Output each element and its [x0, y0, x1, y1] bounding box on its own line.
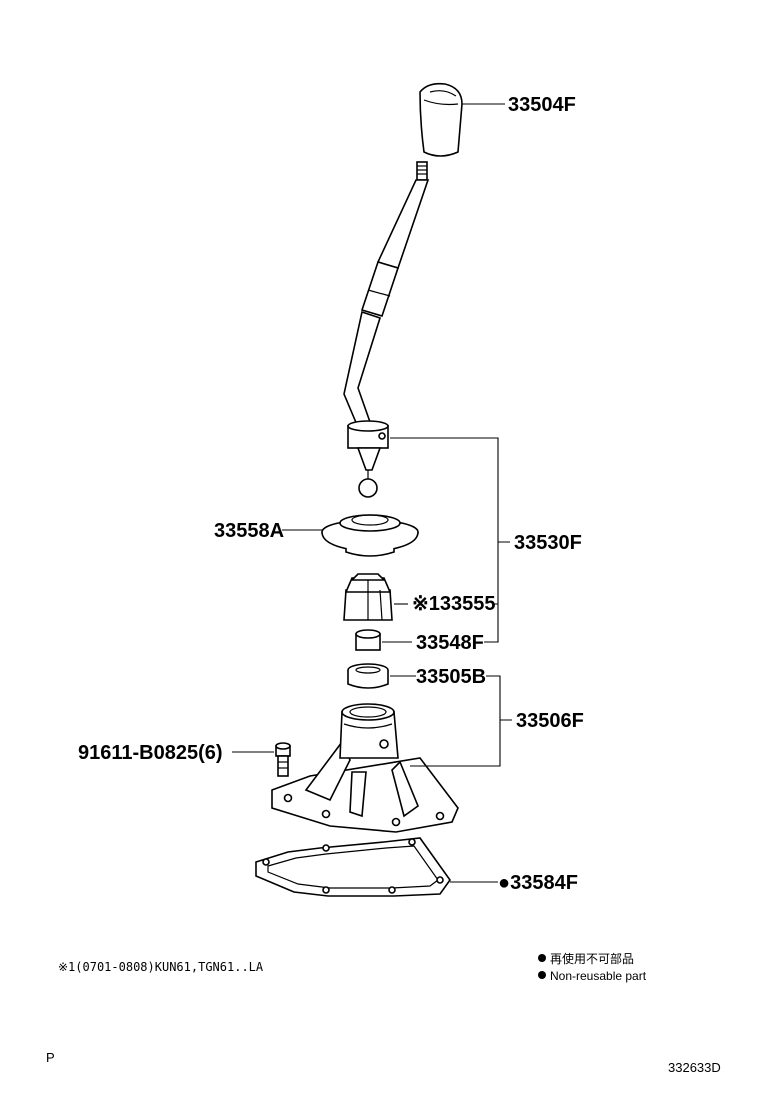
boot[interactable]: [343, 573, 393, 621]
label-boot[interactable]: ※133555: [412, 593, 496, 615]
drawing-number: 332633D: [668, 1060, 721, 1075]
shift-knob[interactable]: [419, 82, 463, 157]
retainer-plate[interactable]: [321, 514, 419, 557]
footer-left-mark: P: [46, 1050, 55, 1065]
label-seat[interactable]: 33505B: [416, 666, 486, 688]
seat[interactable]: [347, 663, 389, 689]
label-knob[interactable]: 33504F: [508, 94, 576, 116]
legend-bullet-en: [538, 971, 546, 979]
label-gasket[interactable]: ●33584F: [498, 872, 578, 894]
label-bolt[interactable]: 91611-B0825(6): [78, 742, 223, 764]
bushing[interactable]: [355, 629, 381, 651]
bracket-lever-assy: [390, 437, 510, 643]
label-lever-assy[interactable]: 33530F: [514, 532, 582, 554]
legend-jp: 再使用不可部品: [550, 951, 634, 966]
applicability-note: ※1(0701-0808)KUN61,TGN61..LA: [58, 960, 264, 974]
lever-housing[interactable]: [271, 703, 459, 833]
bolt[interactable]: [275, 742, 291, 777]
legend-bullet-jp: [538, 954, 546, 962]
label-bushing[interactable]: 33548F: [416, 632, 484, 654]
label-retainer[interactable]: 33558A: [214, 520, 284, 542]
label-housing[interactable]: 33506F: [516, 710, 584, 732]
bracket-housing: [410, 675, 512, 767]
legend-en: Non-reusable part: [550, 969, 647, 983]
gasket[interactable]: [255, 837, 451, 897]
shift-lever[interactable]: [343, 161, 430, 498]
